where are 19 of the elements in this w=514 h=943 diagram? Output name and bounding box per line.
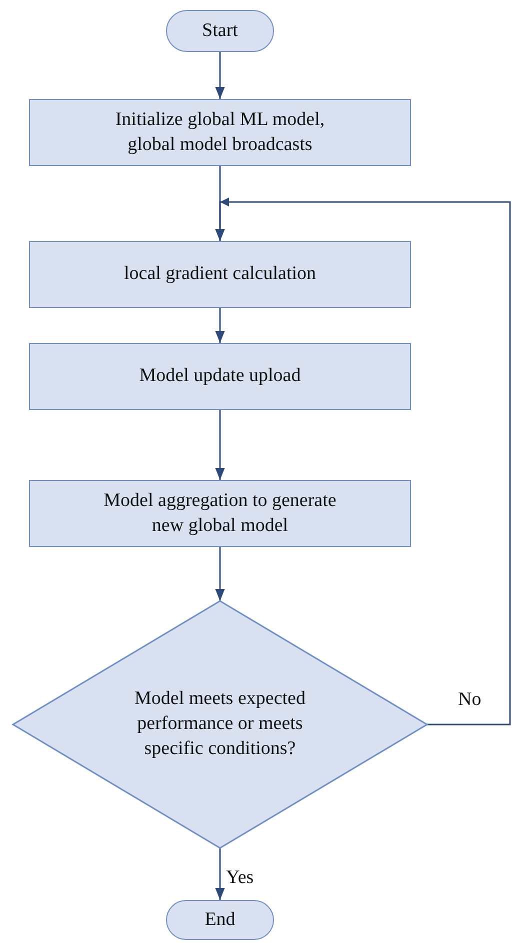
arrow xyxy=(215,547,225,601)
terminal-pill xyxy=(166,900,274,940)
terminal-pill xyxy=(166,10,274,52)
node-label: Model meets expected performance or meets specific conditions? xyxy=(134,687,306,761)
node-label: End xyxy=(204,908,236,932)
arrow xyxy=(215,308,225,343)
arrow xyxy=(215,410,225,480)
arrow xyxy=(215,52,225,99)
process-box xyxy=(29,343,411,410)
process-box xyxy=(29,99,411,166)
node-label: Initialize global ML model, global model broadcasts xyxy=(114,108,326,156)
node-label: Model update upload xyxy=(139,364,301,388)
node-label: Model aggregation to generate new global model xyxy=(102,488,338,538)
arrow xyxy=(215,848,225,900)
node-label: local gradient calculation xyxy=(124,262,316,286)
process-box xyxy=(29,480,411,547)
node-label: Start xyxy=(202,18,238,43)
process-box xyxy=(29,241,411,308)
arrow xyxy=(215,198,511,726)
